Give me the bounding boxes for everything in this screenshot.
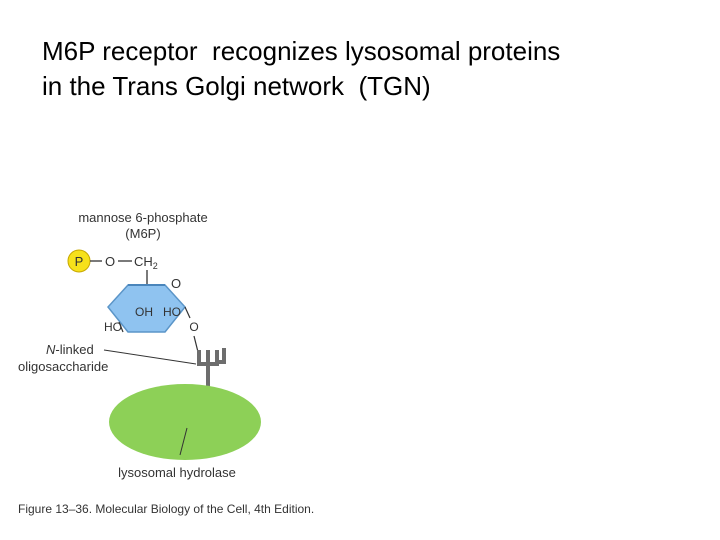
ho-label-inner: HO	[163, 305, 181, 319]
oligosaccharide-tree	[197, 348, 226, 388]
bond-oxygen: O	[105, 254, 115, 269]
ho-label-left: HO	[104, 320, 122, 334]
lysosomal-hydrolase-ellipse	[109, 384, 261, 460]
slide-title: M6P receptor recognizes lysosomal protei…	[42, 34, 702, 104]
title-line-2: in the Trans Golgi network (TGN)	[42, 71, 431, 101]
bond-ring-o	[184, 306, 191, 319]
nlinked-italic: N	[46, 342, 56, 357]
oh-label: OH	[135, 305, 153, 319]
nlinked-label: N-linked	[46, 342, 94, 357]
hydrolase-label: lysosomal hydrolase	[118, 465, 236, 480]
m6p-label-line2: (M6P)	[125, 226, 160, 241]
m6p-label-line1: mannose 6-phosphate	[78, 210, 207, 225]
ch2-main: CH	[134, 254, 153, 269]
ring-oxygen: O	[171, 276, 181, 291]
title-line-1: M6P receptor recognizes lysosomal protei…	[42, 36, 561, 66]
bond-ring-ho	[118, 321, 124, 333]
o-link: O	[189, 320, 198, 334]
figure-caption: Figure 13–36. Molecular Biology of the C…	[18, 502, 314, 516]
oligosaccharide-label: oligosaccharide	[18, 359, 108, 374]
nlinked-pointer	[103, 349, 197, 365]
ch2-subscript: 2	[153, 261, 158, 271]
bond-o-glycan	[193, 335, 199, 353]
hydrolase-pointer	[179, 427, 188, 456]
nlinked-rest: -linked	[55, 342, 93, 357]
phosphate-symbol: P	[75, 254, 84, 269]
ch2-text: CH2	[134, 254, 158, 271]
